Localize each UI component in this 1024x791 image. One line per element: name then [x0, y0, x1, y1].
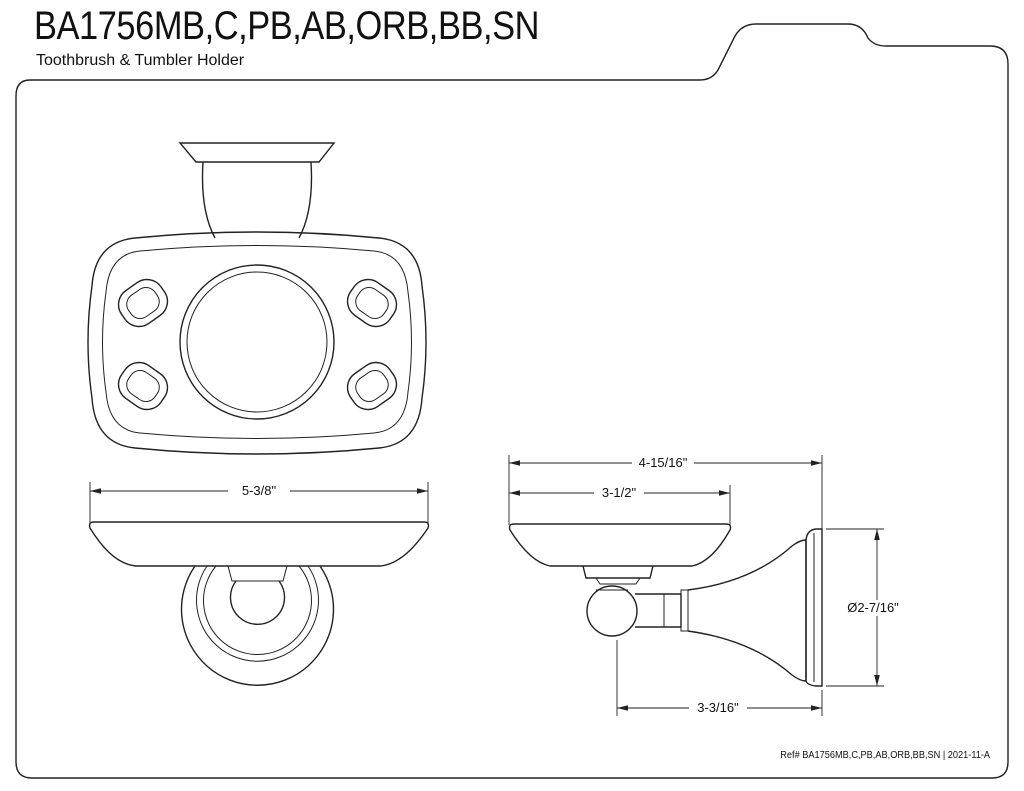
front-arm-collar — [227, 565, 288, 582]
tumbler-opening-outer — [179, 264, 335, 420]
side-tray-collar-line — [595, 577, 641, 585]
front-rosette-outer — [180, 565, 335, 686]
top-mount-neck — [201, 161, 313, 239]
side-arm-shaft — [635, 593, 682, 628]
front-view: 5-3/8" — [88, 482, 430, 686]
top-mount-cap — [178, 142, 336, 163]
side-arm-knob — [586, 585, 638, 637]
sheet-border — [15, 23, 1009, 779]
side-view: 4-15/16" 3-1/2" Ø2-7/16" — [508, 455, 906, 716]
flange-diameter-dimension: Ø2-7/16" — [826, 528, 906, 687]
side-total-depth-dimension: 4-15/16" — [508, 455, 823, 530]
front-width-label: 5-3/8" — [242, 483, 277, 498]
side-total-depth-label: 4-15/16" — [639, 455, 688, 470]
front-rosette-mid — [196, 565, 319, 662]
arm-projection-dimension: 3-3/16" — [616, 640, 823, 716]
side-flange — [805, 528, 823, 687]
brush-slot-bottom-left — [117, 361, 169, 411]
product-subtitle: Toothbrush & Tumbler Holder — [36, 52, 245, 69]
reference-footer: Ref# BA1756MB,C,PB,AB,ORB,BB,SN | 2021-1… — [780, 750, 990, 761]
side-tray-collar — [582, 565, 654, 579]
top-tray-inner — [102, 245, 412, 439]
flange-diameter-label: Ø2-7/16" — [847, 600, 899, 615]
side-mount-bell — [687, 539, 807, 682]
brush-slot-bottom-right — [346, 361, 398, 411]
brush-slot-top-left — [117, 278, 169, 328]
model-number-title: BA1756MB,C,PB,AB,ORB,BB,SN — [34, 4, 540, 48]
front-width-dimension: 5-3/8" — [89, 482, 429, 525]
brush-slot-top-right — [346, 278, 398, 328]
side-tray — [508, 523, 732, 567]
tumbler-opening-inner — [186, 271, 328, 413]
front-arm-knob — [229, 580, 286, 626]
front-tray — [88, 521, 430, 567]
front-rosette-inner — [203, 565, 312, 656]
side-tray-depth-dimension: 3-1/2" — [509, 485, 731, 525]
arm-projection-label: 3-3/16" — [697, 700, 739, 715]
top-tray-outer — [87, 231, 427, 455]
side-tray-depth-label: 3-1/2" — [602, 485, 637, 500]
top-view — [87, 142, 427, 455]
side-arm-ring — [663, 589, 689, 632]
